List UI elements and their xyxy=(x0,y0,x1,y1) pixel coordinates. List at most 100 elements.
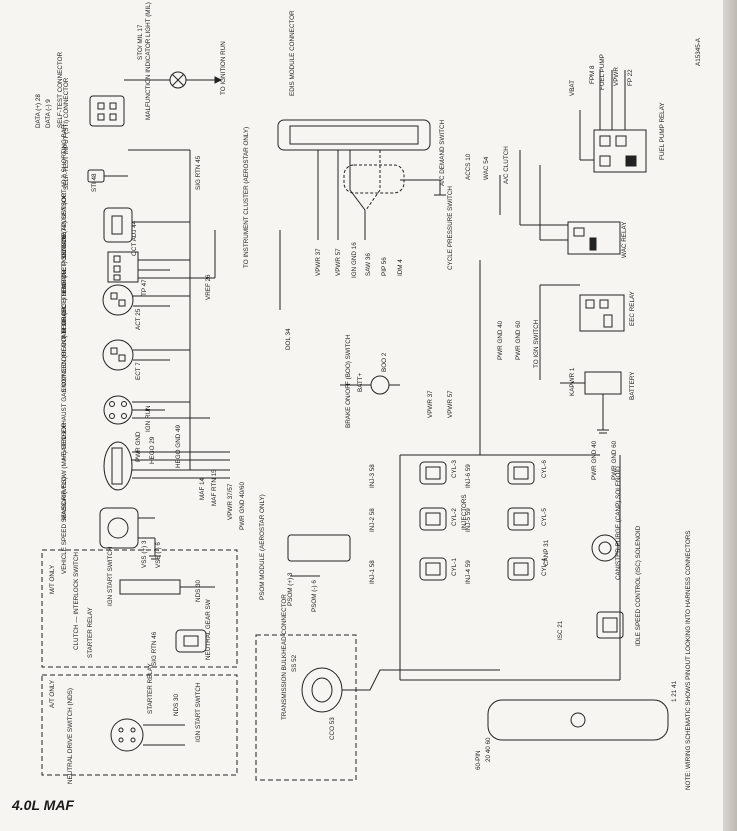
label-kapwr1: KAPWR 1 xyxy=(569,367,576,396)
tp-sensor xyxy=(107,251,139,283)
label-vpwr3757: VPWR 37/57 xyxy=(227,483,234,520)
label-ign-start-sw: IGN START SWITCH xyxy=(107,546,114,606)
label-trans-bulk: TRANSMISSION BULKHEAD CONNECTOR xyxy=(281,594,288,720)
label-data-plus: DATA (+) 28 xyxy=(35,94,42,128)
label-cyl3: CYL-3 xyxy=(451,460,458,478)
label-sig-rtn46: SIG RTN 46 xyxy=(151,631,158,666)
label-edis: EDIS MODULE CONNECTOR xyxy=(289,10,296,96)
label-self-test-conn: SELF-TEST CONNECTOR xyxy=(57,52,64,128)
label-vss-plus3: VSS (+) 3 xyxy=(141,540,148,568)
label-maf14: MAF 14 xyxy=(199,477,206,500)
label-cyl4: CYL-4 xyxy=(541,558,548,576)
injector-cyl-1 xyxy=(419,557,447,581)
label-vref26: VREF 26 xyxy=(205,274,212,300)
label-figure_code: A15345-A xyxy=(695,37,702,66)
label-pwr-gnd60: PWR GND 60 xyxy=(515,320,522,360)
transmission-bulkhead-dashed xyxy=(255,634,357,781)
label-clutch: CLUTCH — INTERLOCK SWITCH xyxy=(73,552,80,650)
label-maf: MASS AIR FLOW (MAF) SENSOR xyxy=(61,422,68,520)
label-psom-plus3: PSOM (+) 3 xyxy=(287,572,294,606)
label-wac-relay: WAC RELAY xyxy=(621,221,628,258)
label-canister: CANISTER PURGE (CANP) SOLENOID xyxy=(615,466,622,580)
label-cycle-pressure: CYCLE PRESSURE SWITCH xyxy=(447,186,454,270)
label-vss-minus6: VSS (-) 6 xyxy=(155,542,162,568)
label-fp-relay: FUEL PUMP RELAY xyxy=(659,102,666,160)
label-inj5: INJ-5 59 xyxy=(465,508,472,532)
canister-purge-solenoid xyxy=(591,534,619,562)
label-act25: ACT 25 xyxy=(135,308,142,330)
label-hego-gnd49: HEGO GND 49 xyxy=(175,424,182,468)
injector-cyl-6 xyxy=(507,461,535,485)
label-pwr-gnd: PWR GND xyxy=(135,431,142,462)
label-nds: NEUTRAL DRIVE SWITCH (NDS) xyxy=(67,688,74,784)
label-tp47: TP 47 xyxy=(141,279,148,296)
label-psom-minus6: PSOM (-) 6 xyxy=(311,580,318,612)
label-ac-clutch: A/C CLUTCH xyxy=(503,146,510,184)
label-sti48: STI 48 xyxy=(91,173,98,192)
label-cyl5: CYL-5 xyxy=(541,508,548,526)
label-pins-top: 20 40 60 xyxy=(485,737,492,762)
battery xyxy=(584,371,622,395)
label-cyl1: CYL-1 xyxy=(451,558,458,576)
label-data-minus: DATA (-) 9 xyxy=(45,99,52,128)
act-sensor xyxy=(102,284,134,316)
label-ign-run: IGN RUN xyxy=(145,405,152,432)
label-ss52: SS 52 xyxy=(291,654,298,672)
injector-cyl-3 xyxy=(419,461,447,485)
label-isc21: ISC 21 xyxy=(557,620,564,640)
page-edge-shadow xyxy=(723,0,737,831)
fuel-pump-relay xyxy=(593,129,647,173)
label-isc: IDLE SPEED CONTROL (ISC) SOLENOID xyxy=(635,525,642,646)
label-vpwr57-b: VPWR 57 xyxy=(447,390,454,418)
self-test-connector xyxy=(89,95,125,127)
label-cco53: CCO 53 xyxy=(329,717,336,740)
label-nds30-b: NDS 30 xyxy=(173,693,180,716)
wac-relay xyxy=(567,221,621,255)
label-pwr-gnd60-b: PWR GND 60 xyxy=(611,440,618,480)
label-inj3: INJ-3 58 xyxy=(369,464,376,488)
label-ign-gnd16: IGN GND 16 xyxy=(351,242,358,278)
label-eec-relay: EEC RELAY xyxy=(629,290,636,326)
label-boo: BRAKE ON/OFF (BOO) SWITCH xyxy=(345,334,352,428)
label-starter-relay-a: STARTER RELAY xyxy=(87,606,94,658)
label-mt-only: M/T ONLY xyxy=(49,564,56,594)
label-inj2: INJ-2 58 xyxy=(369,508,376,532)
label-inj4: INJ-4 59 xyxy=(465,560,472,584)
label-dol34: DOL 34 xyxy=(285,328,292,350)
label-batt-plus: BATT+ xyxy=(357,372,364,392)
label-vpwr37: VPWR 37 xyxy=(315,248,322,276)
label-pins-bot: 1 21 41 xyxy=(671,680,678,702)
label-cyl2: CYL-2 xyxy=(451,508,458,526)
label-fuel-pump: FUEL PUMP xyxy=(599,54,606,90)
label-psom: PSOM MODULE (AEROSTAR ONLY) xyxy=(259,494,266,600)
label-cyl6: CYL-6 xyxy=(541,460,548,478)
vss-sensor xyxy=(99,507,139,549)
label-canp31: CANP 31 xyxy=(543,539,550,566)
label-tps: THROTTLE POSITION (TP) SENSOR xyxy=(61,192,68,300)
label-starter-relay-b: STARTER RELAY xyxy=(147,662,154,714)
label-fpm8: FPM 8 xyxy=(589,65,596,84)
label-hego29: HEGO 29 xyxy=(149,436,156,464)
hego-sensor xyxy=(103,395,133,425)
label-vss: VEHICLE SPEED SENSOR (VSS) xyxy=(61,477,68,574)
label-saw36: SAW 36 xyxy=(365,253,372,276)
label-injectors: INJECTORS xyxy=(461,494,468,530)
label-wac54: WAC 54 xyxy=(483,156,490,180)
label-nds30-a: NDS 30 xyxy=(195,579,202,602)
label-pwr-gnd40: PWR GND 40 xyxy=(497,320,504,360)
label-neutral-gear: NEUTRAL GEAR SW xyxy=(205,599,212,660)
label-maf-rtn15: MAF RTN 15 xyxy=(211,469,218,506)
label-pip56: PIP 56 xyxy=(381,257,388,276)
label-ac-demand: A/C DEMAND SWITCH xyxy=(439,119,446,186)
label-idm4: IDM 4 xyxy=(397,259,404,276)
at-only-box xyxy=(41,674,238,776)
label-pwr-gnd4060: PWR GND 40/60 xyxy=(239,482,246,530)
sixty-pin-connector xyxy=(487,699,669,741)
label-mil: MALFUNCTION INDICATOR LIGHT (MIL) xyxy=(145,2,152,120)
eec-relay xyxy=(579,294,625,332)
label-sti-conn: SELF-TEST INPUT (STI) CONNECTOR xyxy=(63,77,70,190)
label-at-only: A/T ONLY xyxy=(49,679,56,708)
label-inj6: INJ-6 59 xyxy=(465,464,472,488)
